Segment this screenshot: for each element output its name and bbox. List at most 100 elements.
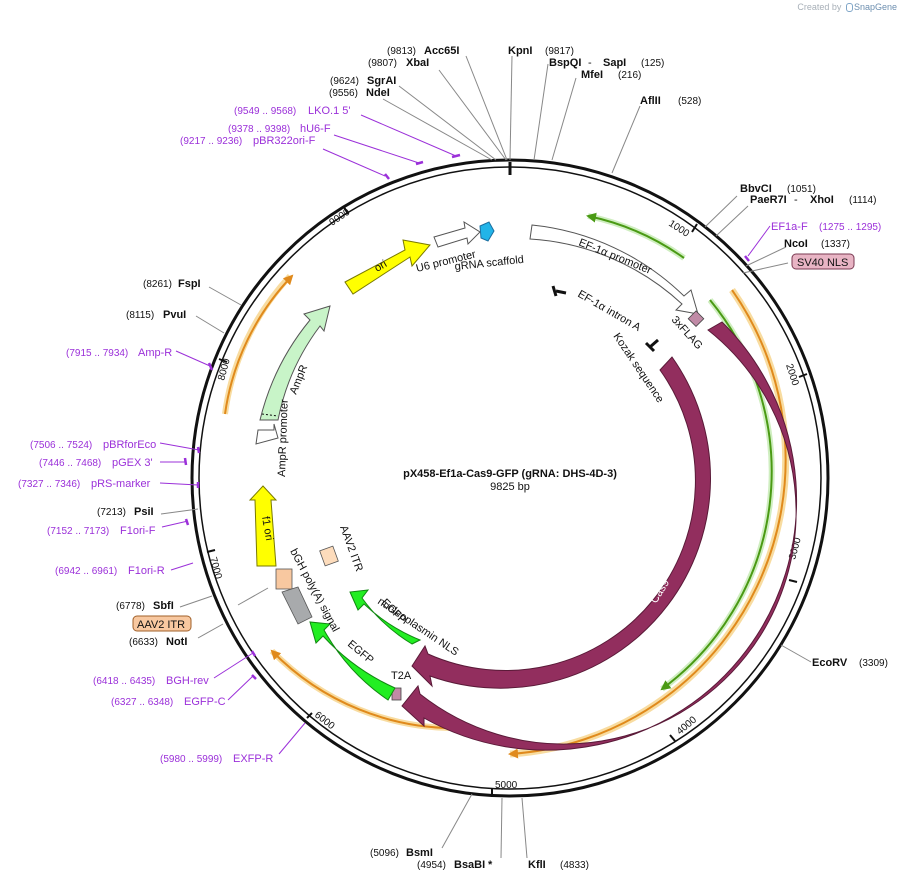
cas9-feature-inner (411, 356, 711, 689)
enzyme-name: PvuI (163, 309, 186, 321)
enzyme-name: XhoI (810, 194, 834, 206)
f1-ori-feature (248, 485, 278, 567)
enzyme-name: BbvCI (740, 183, 772, 195)
enzyme-name: KflI (528, 859, 546, 871)
aav2-itr-box-label: AAV2 ITR (137, 619, 185, 631)
enzyme-pos: (8115) (126, 310, 154, 321)
credit-brand: SnapGene (853, 2, 897, 12)
primer-name: LKO.1 5' (308, 105, 350, 117)
enzyme-pos: (1051) (787, 184, 816, 195)
enzyme-pos: (1337) (821, 239, 850, 250)
enzyme-name: AflII (640, 95, 661, 107)
ampr-promoter-label: AmpR promoter (276, 399, 291, 477)
primer-range: (9217 .. 9236) (180, 136, 242, 147)
enzyme-pos: (1114) (849, 195, 876, 206)
enzyme-pos: (3309) (859, 658, 888, 669)
snapgene-credit: Created by SnapGene (797, 2, 897, 12)
enzyme-sep: - (794, 194, 798, 206)
ef1a-intron-label: EF-1α intron A (576, 288, 644, 334)
primer-range: (7915 .. 7934) (66, 348, 128, 359)
tick-label: 9000 (328, 207, 353, 229)
primer-range: (6942 .. 6961) (55, 566, 117, 577)
enzyme-name: BsmI (406, 847, 433, 859)
enzyme-pos: (4954) (417, 860, 446, 871)
enzyme-pos: (8261) (143, 279, 172, 290)
ori-label: ori (373, 258, 390, 275)
primer-range: (7152 .. 7173) (47, 526, 109, 537)
ampr-orf-line (224, 274, 294, 415)
aav2-itr-box: AAV2 ITR (132, 615, 192, 632)
enzyme-pos: (9556) (329, 88, 358, 99)
primer-name: pBRforEco (103, 439, 156, 451)
enzyme-pos: (5096) (370, 848, 399, 859)
enzyme-name: NotI (166, 636, 187, 648)
enzyme-name: NcoI (784, 238, 808, 250)
f1-ori-label: f1 ori (259, 515, 275, 541)
enzyme-pos: (7213) (97, 507, 126, 518)
primer-name: pRS-marker (91, 478, 151, 490)
enzyme-pos: (216) (618, 70, 641, 81)
credit-prefix: Created by (797, 2, 842, 12)
enzyme-name: PsiI (134, 506, 154, 518)
enzyme-name: EcoRV (812, 657, 848, 669)
flag-feature (687, 310, 705, 328)
primer-range: (1275 .. 1295) (819, 222, 881, 233)
egfp-feature-outer (309, 621, 396, 701)
enzyme-pos: (125) (641, 58, 664, 69)
egfp-feature-inner (349, 589, 422, 645)
orf-green-top-line (586, 212, 685, 259)
orf-halo (660, 298, 775, 692)
snapgene-logo-icon (845, 3, 853, 12)
primer-name: hU6-F (300, 123, 331, 135)
grna-scaffold-feature (479, 221, 495, 242)
tick-label: 1000 (666, 218, 691, 240)
ampr-promoter-feature (255, 423, 279, 445)
primer-range: (6418 .. 6435) (93, 676, 155, 687)
primer-leaders (159, 114, 771, 755)
plasmid-size: 9825 bp (490, 481, 530, 493)
aav2-itr-feature-outer (275, 568, 293, 590)
primer-marks (183, 153, 750, 680)
primer-name: EXFP-R (233, 753, 273, 765)
primer-range: (9549 .. 9568) (234, 106, 296, 117)
primer-name: F1ori-R (128, 565, 165, 577)
enzyme-name: NdeI (366, 87, 390, 99)
enzyme-pos: (9807) (368, 58, 397, 69)
primer-range: (6327 .. 6348) (111, 697, 173, 708)
aav2-itr-label-inner: AAV2 ITR (337, 524, 365, 573)
sv40-nls-label: SV40 NLS (797, 257, 848, 269)
primer-name: EF1a-F (771, 221, 808, 233)
enzyme-pos: (528) (678, 96, 701, 107)
enzyme-name: KpnI (508, 45, 532, 57)
ampr-dotted (261, 413, 279, 417)
primer-name: BGH-rev (166, 675, 209, 687)
cas9-feature-outer (401, 321, 798, 751)
enzyme-pos: (9813) (387, 46, 416, 57)
tick-label: 5000 (495, 780, 518, 791)
enzyme-name: XbaI (406, 57, 429, 69)
primer-range: (7327 .. 7346) (18, 479, 80, 490)
t2a-label: T2A (391, 670, 412, 682)
sv40-nls-box: SV40 NLS (791, 253, 855, 270)
scale-ticks (206, 206, 808, 797)
tick-label: 2000 (783, 363, 800, 388)
bgh-polya-feature (281, 586, 313, 625)
enzyme-name: Acc65I (424, 45, 459, 57)
primer-range: (7506 .. 7524) (30, 440, 92, 451)
primer-name: Amp-R (138, 347, 172, 359)
ori-feature (344, 239, 431, 295)
enzyme-name: PaeR7I (750, 194, 787, 206)
enzyme-name: SgrAI (367, 75, 396, 87)
primer-name: F1ori-F (120, 525, 156, 537)
primer-name: EGFP-C (184, 696, 226, 708)
enzyme-name: SapI (603, 57, 626, 69)
enzyme-name: SbfI (153, 600, 174, 612)
primer-range: (7446 .. 7468) (39, 458, 101, 469)
tick-label: 7000 (207, 556, 223, 581)
u6-promoter-feature (433, 220, 481, 248)
enzyme-star: * (488, 859, 493, 871)
plasmid-name: pX458-Ef1a-Cas9-GFP (gRNA: DHS-4D-3) (403, 468, 617, 480)
enzyme-name: FspI (178, 278, 201, 290)
primer-name: pBR322ori-F (253, 135, 316, 147)
